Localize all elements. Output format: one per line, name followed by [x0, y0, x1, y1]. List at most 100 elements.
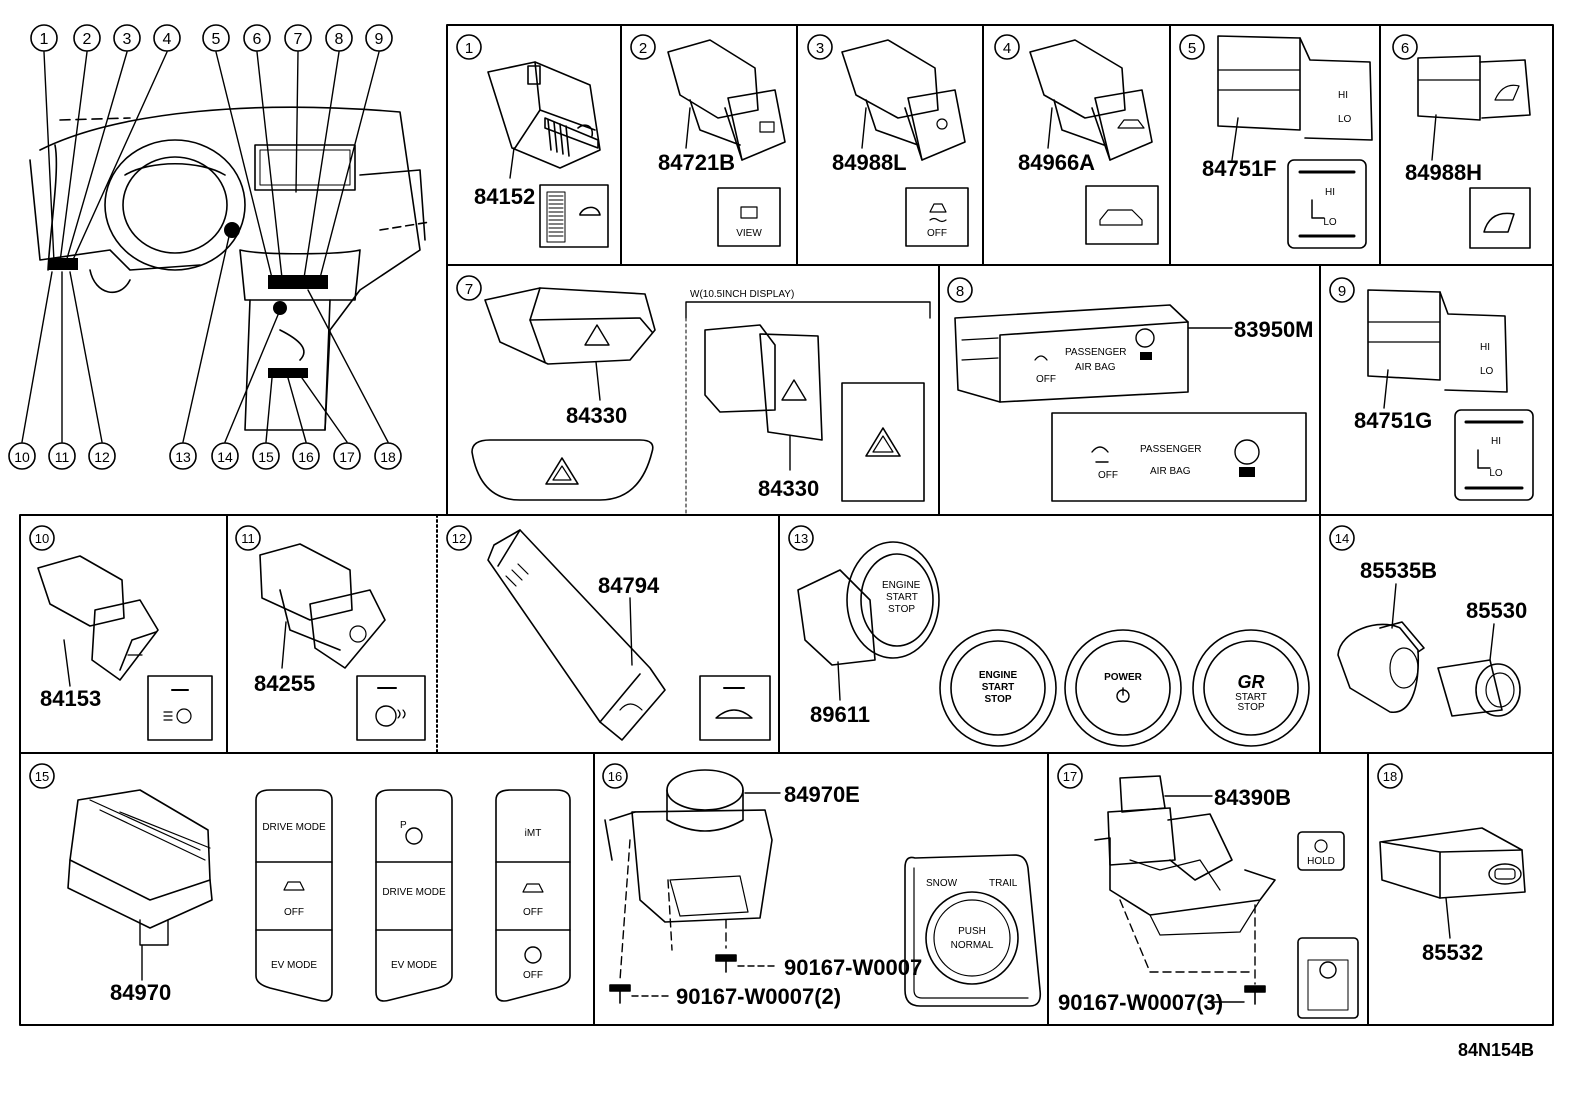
svg-text:5: 5: [1188, 40, 1196, 57]
svg-text:DRIVE MODE: DRIVE MODE: [262, 822, 326, 833]
icon-84988L: OFF: [905, 187, 969, 247]
mode-selector-drawing: [604, 769, 773, 923]
svg-text:11: 11: [241, 531, 255, 546]
screw-guide-lines-17: [1119, 899, 1256, 985]
parking-brake-switch-drawing: [1094, 775, 1276, 936]
svg-text:EV MODE: EV MODE: [271, 960, 317, 971]
power-outlet-lid-drawing: [1337, 621, 1425, 713]
airbag-icon: PASSENGER AIR BAG OFF: [1051, 412, 1307, 502]
svg-text:2: 2: [639, 40, 647, 57]
svg-text:OFF: OFF: [523, 907, 543, 918]
svg-text:W(10.5INCH DISPLAY): W(10.5INCH DISPLAY): [690, 289, 794, 300]
svg-text:START: START: [1235, 692, 1267, 703]
panel-8: 8 PASSENGER AIR BAG OFF 83950M PASSENGER…: [947, 277, 1314, 502]
callout-1: 1: [30, 24, 58, 52]
callout-13: 13: [169, 442, 197, 470]
panel-6: 6 84988H: [1392, 34, 1531, 249]
svg-text:9: 9: [375, 31, 384, 48]
svg-text:18: 18: [380, 449, 396, 465]
button-face-set-1: DRIVE MODE OFF EV MODE: [255, 789, 333, 1002]
callout-3: 3: [113, 24, 141, 52]
svg-text:84330: 84330: [758, 476, 819, 501]
svg-text:OFF: OFF: [1098, 470, 1118, 481]
svg-text:90167-W0007(2): 90167-W0007(2): [676, 984, 841, 1009]
svg-text:84390B: 84390B: [1214, 785, 1291, 810]
start-button-drawing: ENGINE START STOP: [797, 541, 940, 666]
svg-text:84988H: 84988H: [1405, 160, 1482, 185]
svg-text:10: 10: [35, 531, 49, 546]
svg-text:84794: 84794: [598, 573, 660, 598]
switch-84988L-drawing: [841, 39, 966, 161]
svg-text:18: 18: [1383, 769, 1397, 784]
svg-text:HI: HI: [1325, 187, 1335, 198]
panel-9: 9 HI LO 84751G HI LO: [1329, 277, 1534, 501]
svg-text:1: 1: [465, 40, 473, 57]
callout-18: 18: [374, 442, 402, 470]
svg-text:9: 9: [1338, 283, 1346, 300]
button-face-set-2: P DRIVE MODE EV MODE: [375, 789, 453, 1002]
svg-text:14: 14: [217, 449, 233, 465]
svg-text:84966A: 84966A: [1018, 150, 1095, 175]
svg-text:84255: 84255: [254, 671, 315, 696]
svg-text:OFF: OFF: [1036, 374, 1056, 385]
callout-6: 6: [243, 24, 271, 52]
svg-text:85530: 85530: [1466, 598, 1527, 623]
svg-text:84721B: 84721B: [658, 150, 735, 175]
svg-text:12: 12: [94, 449, 110, 465]
svg-text:84330: 84330: [566, 403, 627, 428]
overview-callouts: 1 2 3 4 5 6 7 8 9 10 11 12 13 14 15 16 1…: [8, 24, 402, 470]
svg-text:POWER: POWER: [1104, 672, 1143, 683]
panel-13: 13 ENGINE START STOP 89611 ENGINE START …: [788, 525, 1310, 747]
callout-16: 16: [292, 442, 320, 470]
switch-84751G-drawing: HI LO: [1367, 289, 1508, 393]
svg-text:8: 8: [335, 31, 344, 48]
icon-84751F: HI LO: [1287, 159, 1367, 249]
svg-text:16: 16: [608, 769, 622, 784]
switch-84255-drawing: [259, 543, 386, 669]
svg-text:17: 17: [1063, 769, 1077, 784]
callout-8: 8: [325, 24, 353, 52]
svg-text:SNOW: SNOW: [926, 878, 958, 889]
callout-9: 9: [365, 24, 393, 52]
panel-5: 5 HI LO 84751F HI LO: [1179, 34, 1373, 249]
svg-text:84988L: 84988L: [832, 150, 907, 175]
icon-84794: [699, 675, 771, 741]
panel-2: 2 84721B VIEW: [630, 34, 786, 247]
svg-text:84970: 84970: [110, 980, 171, 1005]
svg-text:84751F: 84751F: [1202, 156, 1277, 181]
svg-text:NORMAL: NORMAL: [951, 940, 994, 951]
svg-text:LO: LO: [1480, 366, 1494, 377]
callout-10: 10: [8, 442, 36, 470]
hazard-icon-variant: [841, 382, 925, 502]
svg-text:6: 6: [1401, 40, 1409, 57]
svg-text:HI: HI: [1480, 342, 1490, 353]
button-face-gr-start: GR START STOP: [1192, 629, 1310, 747]
svg-text:13: 13: [175, 449, 191, 465]
screw-c: [1244, 985, 1266, 1005]
svg-text:1: 1: [40, 31, 49, 48]
panel-11: 11 84255: [235, 525, 426, 741]
overview-leaders: [21, 51, 389, 443]
callout-7: 7: [284, 24, 312, 52]
icon-84751G: HI LO: [1454, 409, 1534, 501]
svg-text:LO: LO: [1489, 468, 1503, 479]
svg-text:83950M: 83950M: [1234, 317, 1314, 342]
svg-text:HI: HI: [1338, 90, 1348, 101]
switch-84988H-drawing: [1417, 55, 1531, 121]
panel-grid: [19, 24, 1554, 1026]
svg-text:85532: 85532: [1422, 940, 1483, 965]
svg-text:iMT: iMT: [525, 828, 542, 839]
callout-4: 4: [153, 24, 181, 52]
svg-text:90167-W0007(3): 90167-W0007(3): [1058, 990, 1223, 1015]
screw-b: [609, 984, 631, 1004]
callout-5: 5: [202, 24, 230, 52]
svg-text:2: 2: [83, 31, 92, 48]
switch-84751F-drawing: HI LO: [1217, 35, 1373, 141]
svg-text:VIEW: VIEW: [736, 228, 762, 239]
hazard-icon: [471, 439, 654, 501]
svg-text:7: 7: [465, 281, 473, 298]
svg-text:STOP: STOP: [1237, 702, 1264, 713]
switch-84794-drawing: [487, 529, 666, 741]
svg-text:10: 10: [14, 449, 30, 465]
panel-16: 16 84970E 90167-W0007 90167-W0007(2) SNO…: [602, 763, 1042, 1009]
